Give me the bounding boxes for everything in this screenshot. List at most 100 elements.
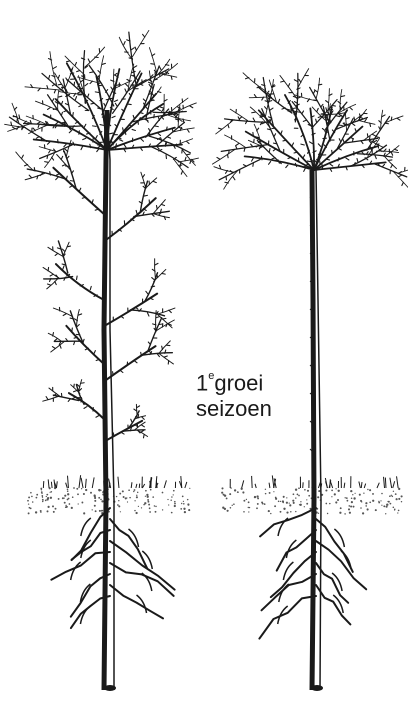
soil-speck	[53, 511, 55, 513]
bud	[346, 118, 349, 119]
bud	[158, 133, 161, 135]
soil-speck	[401, 495, 403, 497]
root	[316, 541, 366, 589]
bud	[120, 140, 123, 141]
twig	[328, 89, 329, 110]
soil-speck	[180, 508, 182, 510]
soil-speck	[234, 489, 236, 491]
soil-speck	[339, 512, 341, 514]
soil-speck	[71, 507, 73, 509]
soil-speck	[275, 497, 277, 499]
soil-speck	[380, 500, 381, 501]
bud	[303, 155, 305, 158]
soil-speck	[295, 497, 296, 498]
soil-speck	[55, 508, 57, 510]
grass-blade	[393, 481, 395, 488]
soil-speck	[298, 487, 300, 489]
bud	[336, 116, 339, 117]
soil-speck	[318, 490, 320, 492]
twig	[156, 311, 157, 332]
grass-blade	[330, 479, 331, 488]
soil-speck	[226, 497, 228, 499]
soil-speck	[398, 498, 400, 500]
twig	[153, 214, 169, 218]
twig	[99, 56, 104, 82]
caption-number: 1	[196, 370, 208, 395]
bud	[134, 361, 137, 363]
soil-speck	[173, 494, 174, 495]
bud	[58, 84, 61, 85]
soil-speck	[41, 491, 43, 493]
bud	[162, 273, 165, 274]
bud	[64, 144, 66, 147]
bud	[79, 188, 81, 191]
soil-speck	[181, 503, 182, 504]
bud	[33, 128, 35, 131]
bud	[24, 164, 27, 165]
soil-speck	[85, 489, 87, 491]
bud	[63, 314, 66, 316]
bud	[73, 113, 74, 116]
bud	[292, 143, 294, 146]
bud	[22, 155, 24, 158]
soil-speck	[362, 512, 364, 514]
soil-speck	[58, 498, 60, 500]
soil-speck	[246, 499, 247, 500]
grass-blade	[92, 477, 94, 488]
soil-speck	[344, 513, 346, 515]
soil-speck	[347, 500, 349, 502]
bud	[29, 175, 31, 178]
soil-speck	[135, 512, 137, 514]
bud	[379, 127, 381, 130]
soil-speck	[42, 497, 43, 498]
bud	[161, 107, 164, 108]
soil-speck	[360, 500, 362, 502]
bud	[254, 95, 256, 98]
grass-blade	[385, 478, 386, 488]
soil-speck	[375, 509, 377, 511]
soil-speck	[173, 490, 175, 492]
bud	[161, 138, 162, 141]
bud	[274, 134, 276, 137]
bud	[52, 157, 54, 160]
soil-speck	[243, 500, 245, 502]
bud	[354, 117, 355, 120]
soil-speck	[145, 496, 146, 497]
soil-speck	[338, 490, 340, 492]
soil-speck	[40, 511, 41, 512]
soil-speck	[183, 503, 185, 505]
soil-speck	[98, 489, 100, 491]
bud	[53, 67, 56, 69]
bud	[112, 116, 115, 117]
twig	[216, 120, 234, 134]
soil-speck	[152, 496, 154, 498]
bud	[145, 119, 148, 120]
bud	[181, 171, 182, 174]
soil-speck	[395, 493, 397, 495]
soil-speck	[334, 493, 336, 495]
twig	[77, 310, 80, 327]
bud	[375, 155, 376, 158]
bud	[37, 122, 40, 124]
soil-speck	[306, 499, 307, 500]
bud	[364, 119, 366, 122]
bud	[152, 278, 155, 280]
bud	[160, 67, 162, 70]
bud	[282, 108, 285, 109]
soil-speck	[187, 499, 188, 500]
bud	[166, 127, 167, 130]
soil-speck	[81, 488, 82, 489]
soil-speck	[144, 502, 146, 504]
bud	[169, 310, 172, 312]
twig	[164, 94, 165, 115]
soil-speck	[337, 499, 339, 501]
soil-speck	[133, 491, 134, 492]
bud	[63, 266, 64, 269]
soil-speck	[41, 489, 42, 490]
bud	[88, 94, 89, 97]
bud	[252, 112, 255, 113]
soil-speck	[64, 497, 65, 498]
twig	[214, 167, 234, 173]
soil-speck	[162, 509, 163, 510]
soil-speck	[331, 490, 333, 492]
